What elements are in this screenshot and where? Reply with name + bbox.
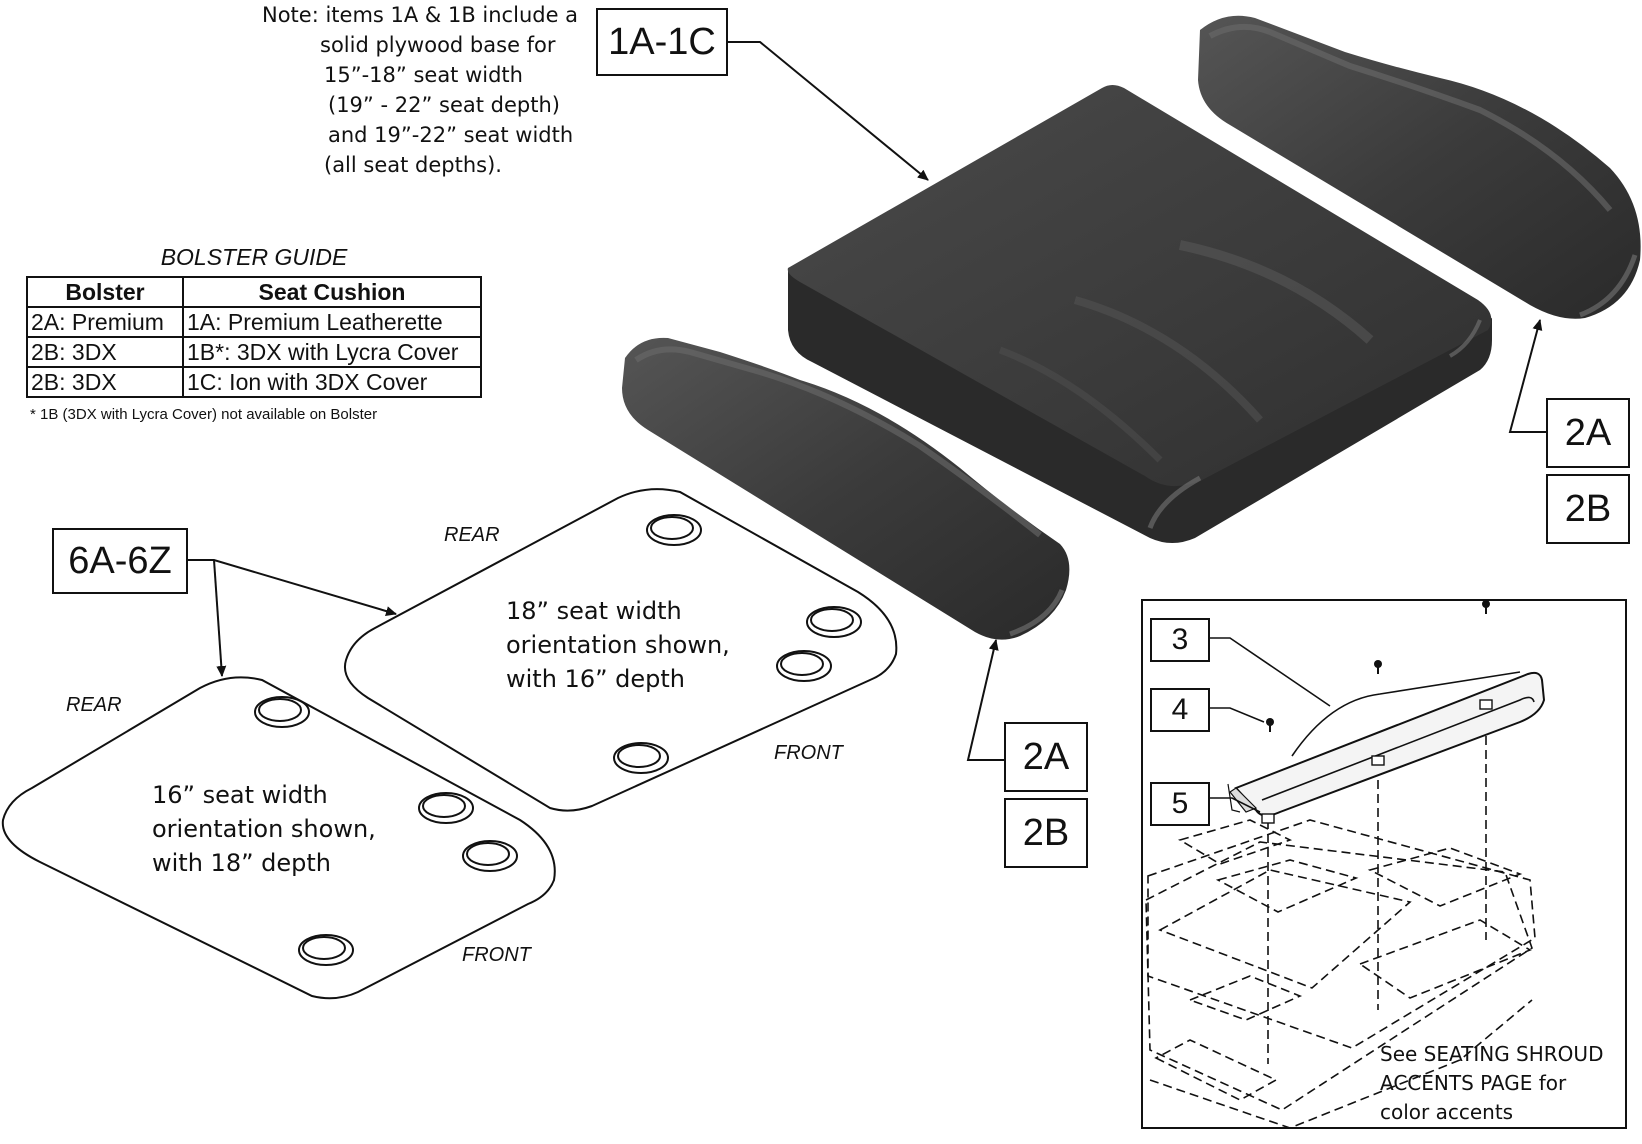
table-cell: 2B: 3DX: [26, 336, 184, 368]
plate-small-caption: 16” seat width orientation shown, with 1…: [152, 778, 376, 880]
callout-plates: 6A-6Z: [52, 528, 188, 594]
plate-small-rear-label: REAR: [66, 694, 122, 716]
table-cell: 1A: Premium Leatherette: [182, 306, 482, 338]
note-line: Note: items 1A & 1B include a: [262, 3, 579, 27]
plate-18-width: [344, 488, 898, 812]
table-row: 2B: 3DX 1B*: 3DX with Lycra Cover: [26, 336, 482, 368]
table-row: 2B: 3DX 1C: Ion with 3DX Cover: [26, 366, 482, 398]
plate-16-width: [1, 676, 556, 1000]
note-line: ACCENTS PAGE for: [1380, 1071, 1567, 1095]
callout-cushion: 1A-1C: [596, 8, 728, 76]
shroud-accents-note: See SEATING SHROUD ACCENTS PAGE for colo…: [1380, 1040, 1603, 1127]
table-cell: 2B: 3DX: [26, 366, 184, 398]
table-cell: 2A: Premium: [26, 306, 184, 338]
note-line: See SEATING SHROUD: [1380, 1042, 1604, 1066]
caption-line: orientation shown,: [506, 631, 730, 659]
caption-line: 18” seat width: [506, 597, 682, 625]
bolster-guide-footnote: * 1B (3DX with Lycra Cover) not availabl…: [30, 406, 378, 423]
inset-screws: [1266, 600, 1490, 732]
callout-screw: 4: [1150, 688, 1210, 732]
table-row: 2A: Premium 1A: Premium Leatherette: [26, 306, 482, 338]
inset-leaders: [1208, 637, 1331, 813]
callout-clip: 5: [1150, 782, 1210, 826]
left-bolster: [622, 337, 1070, 640]
table-header-row: Bolster Seat Cushion: [26, 276, 482, 308]
column-header: Bolster: [26, 276, 184, 308]
inset-chassis-drawing: [1145, 708, 1536, 1129]
table-cell: 1C: Ion with 3DX Cover: [182, 366, 482, 398]
plate-small-front-label: FRONT: [462, 944, 531, 966]
callout-left-bolster-2b: 2B: [1004, 798, 1088, 868]
bolster-guide-title: BOLSTER GUIDE: [160, 244, 348, 270]
callout-shroud: 3: [1150, 618, 1210, 662]
note-line: 15”-18” seat width: [324, 63, 523, 87]
callout-right-bolster-2b: 2B: [1546, 474, 1630, 544]
plate-large-rear-label: REAR: [444, 524, 500, 546]
caption-line: 16” seat width: [152, 781, 328, 809]
caption-line: orientation shown,: [152, 815, 376, 843]
note-line: (all seat depths).: [324, 153, 502, 177]
note-line: and 19”-22” seat width: [328, 123, 574, 147]
note-line: color accents: [1380, 1100, 1514, 1124]
caption-line: with 18” depth: [152, 849, 332, 877]
inset-clips: [1261, 699, 1493, 824]
seat-cushion: [787, 85, 1492, 543]
plywood-note: Note: items 1A & 1B include a solid plyw…: [262, 0, 592, 180]
bolster-guide-table: Bolster Seat Cushion 2A: Premium 1A: Pre…: [26, 276, 482, 398]
callout-right-bolster-2a: 2A: [1546, 398, 1630, 468]
note-line: solid plywood base for: [320, 33, 556, 57]
caption-line: with 16” depth: [506, 665, 686, 693]
table-cell: 1B*: 3DX with Lycra Cover: [182, 336, 482, 368]
plate-large-caption: 18” seat width orientation shown, with 1…: [506, 594, 730, 696]
leader-lines: [186, 41, 1548, 761]
inset-frame: [1141, 599, 1627, 1129]
right-bolster: [1198, 15, 1641, 319]
column-header: Seat Cushion: [182, 276, 482, 308]
note-line: (19” - 22” seat depth): [328, 93, 560, 117]
plate-large-front-label: FRONT: [774, 742, 843, 764]
callout-left-bolster-2a: 2A: [1004, 722, 1088, 792]
